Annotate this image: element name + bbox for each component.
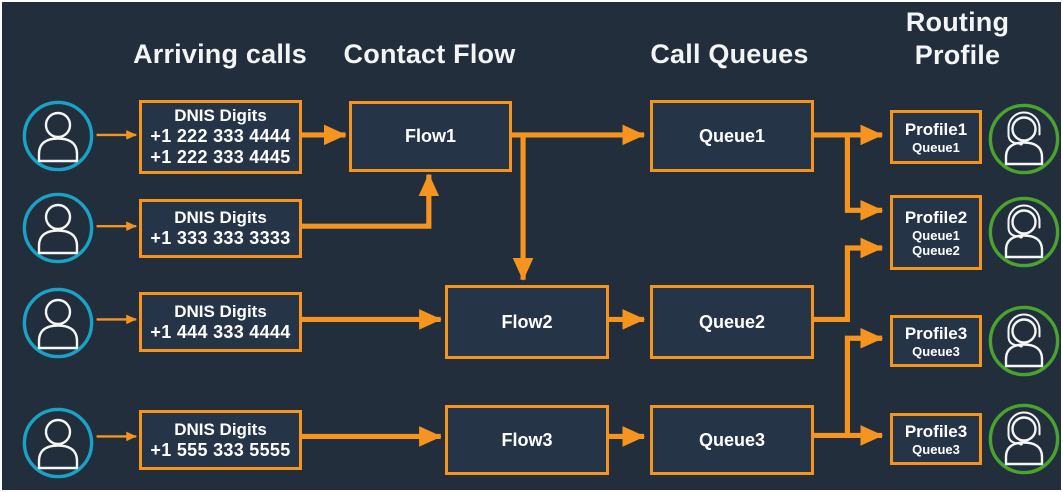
profile1-box: Profile1 Queue1 — [890, 110, 982, 164]
profile2-queue1: Queue1 — [912, 227, 960, 243]
profile3b-queue1: Queue3 — [912, 441, 960, 457]
dnis2-number1: +1 333 333 3333 — [150, 228, 291, 248]
arrow-queue2-profile2 — [809, 237, 884, 322]
dnis4-title: DNIS Digits — [174, 419, 267, 439]
agent4-headset-icon — [988, 403, 1060, 475]
profile2-queue2: Queue2 — [912, 242, 960, 258]
agent2-headset-icon — [988, 196, 1060, 268]
arrow-dnis2-flow1 — [301, 173, 440, 229]
profile3a-box: Profile3 Queue3 — [890, 315, 982, 367]
dnis-box-2: DNIS Digits +1 333 333 3333 — [139, 199, 302, 258]
header-call-queues: Call Queues — [650, 39, 809, 69]
header-contact-flow: Contact Flow — [343, 39, 516, 69]
flow1-box: Flow1 — [349, 101, 512, 172]
profile2-title: Profile2 — [904, 207, 968, 227]
profile3b-box: Profile3 Queue3 — [890, 413, 982, 465]
queue2-label: Queue2 — [698, 311, 766, 332]
caller2-person-icon — [22, 192, 94, 264]
profile3a-title: Profile3 — [904, 323, 968, 343]
dnis-box-3: DNIS Digits +1 444 333 4444 — [139, 292, 302, 352]
queue1-box: Queue1 — [650, 100, 814, 172]
header-arriving-calls: Arriving calls — [133, 39, 307, 69]
arrow-queue3-profile3a — [844, 327, 884, 436]
flow2-box: Flow2 — [445, 285, 609, 359]
queue1-label: Queue1 — [698, 125, 766, 146]
dnis3-number1: +1 444 333 4444 — [150, 321, 291, 342]
flow3-box: Flow3 — [445, 405, 609, 475]
flow1-label: Flow1 — [404, 126, 456, 146]
profile3b-title: Profile3 — [904, 421, 968, 441]
queue3-label: Queue3 — [698, 429, 766, 450]
caller4-person-icon — [22, 407, 94, 479]
dnis4-number1: +1 555 333 5555 — [150, 439, 291, 460]
queue2-box: Queue2 — [650, 285, 814, 359]
caller3-person-icon — [22, 287, 94, 359]
agent1-headset-icon — [988, 103, 1060, 175]
profile2-box: Profile2 Queue1 Queue2 — [890, 195, 982, 270]
dnis1-number1: +1 222 333 4444 — [150, 126, 291, 146]
flow2-label: Flow2 — [501, 311, 553, 332]
header-routing-profile: Routing Profile — [905, 7, 1010, 70]
dnis1-title: DNIS Digits — [174, 106, 267, 125]
caller1-person-icon — [22, 100, 94, 172]
profile3a-queue1: Queue3 — [912, 343, 960, 359]
queue3-box: Queue3 — [650, 405, 814, 475]
dnis-box-4: DNIS Digits +1 555 333 5555 — [139, 410, 302, 470]
arrow-queue1-profile2 — [844, 134, 884, 221]
agent3-headset-icon — [988, 305, 1060, 377]
dnis3-title: DNIS Digits — [174, 301, 267, 321]
dnis2-title: DNIS Digits — [174, 208, 267, 227]
profile1-queue1: Queue1 — [912, 139, 960, 155]
dnis1-number2: +1 222 333 4445 — [150, 147, 291, 167]
flow3-label: Flow3 — [501, 429, 553, 450]
profile1-title: Profile1 — [904, 119, 968, 139]
dnis-box-1: DNIS Digits +1 222 333 4444 +1 222 333 4… — [139, 100, 302, 174]
